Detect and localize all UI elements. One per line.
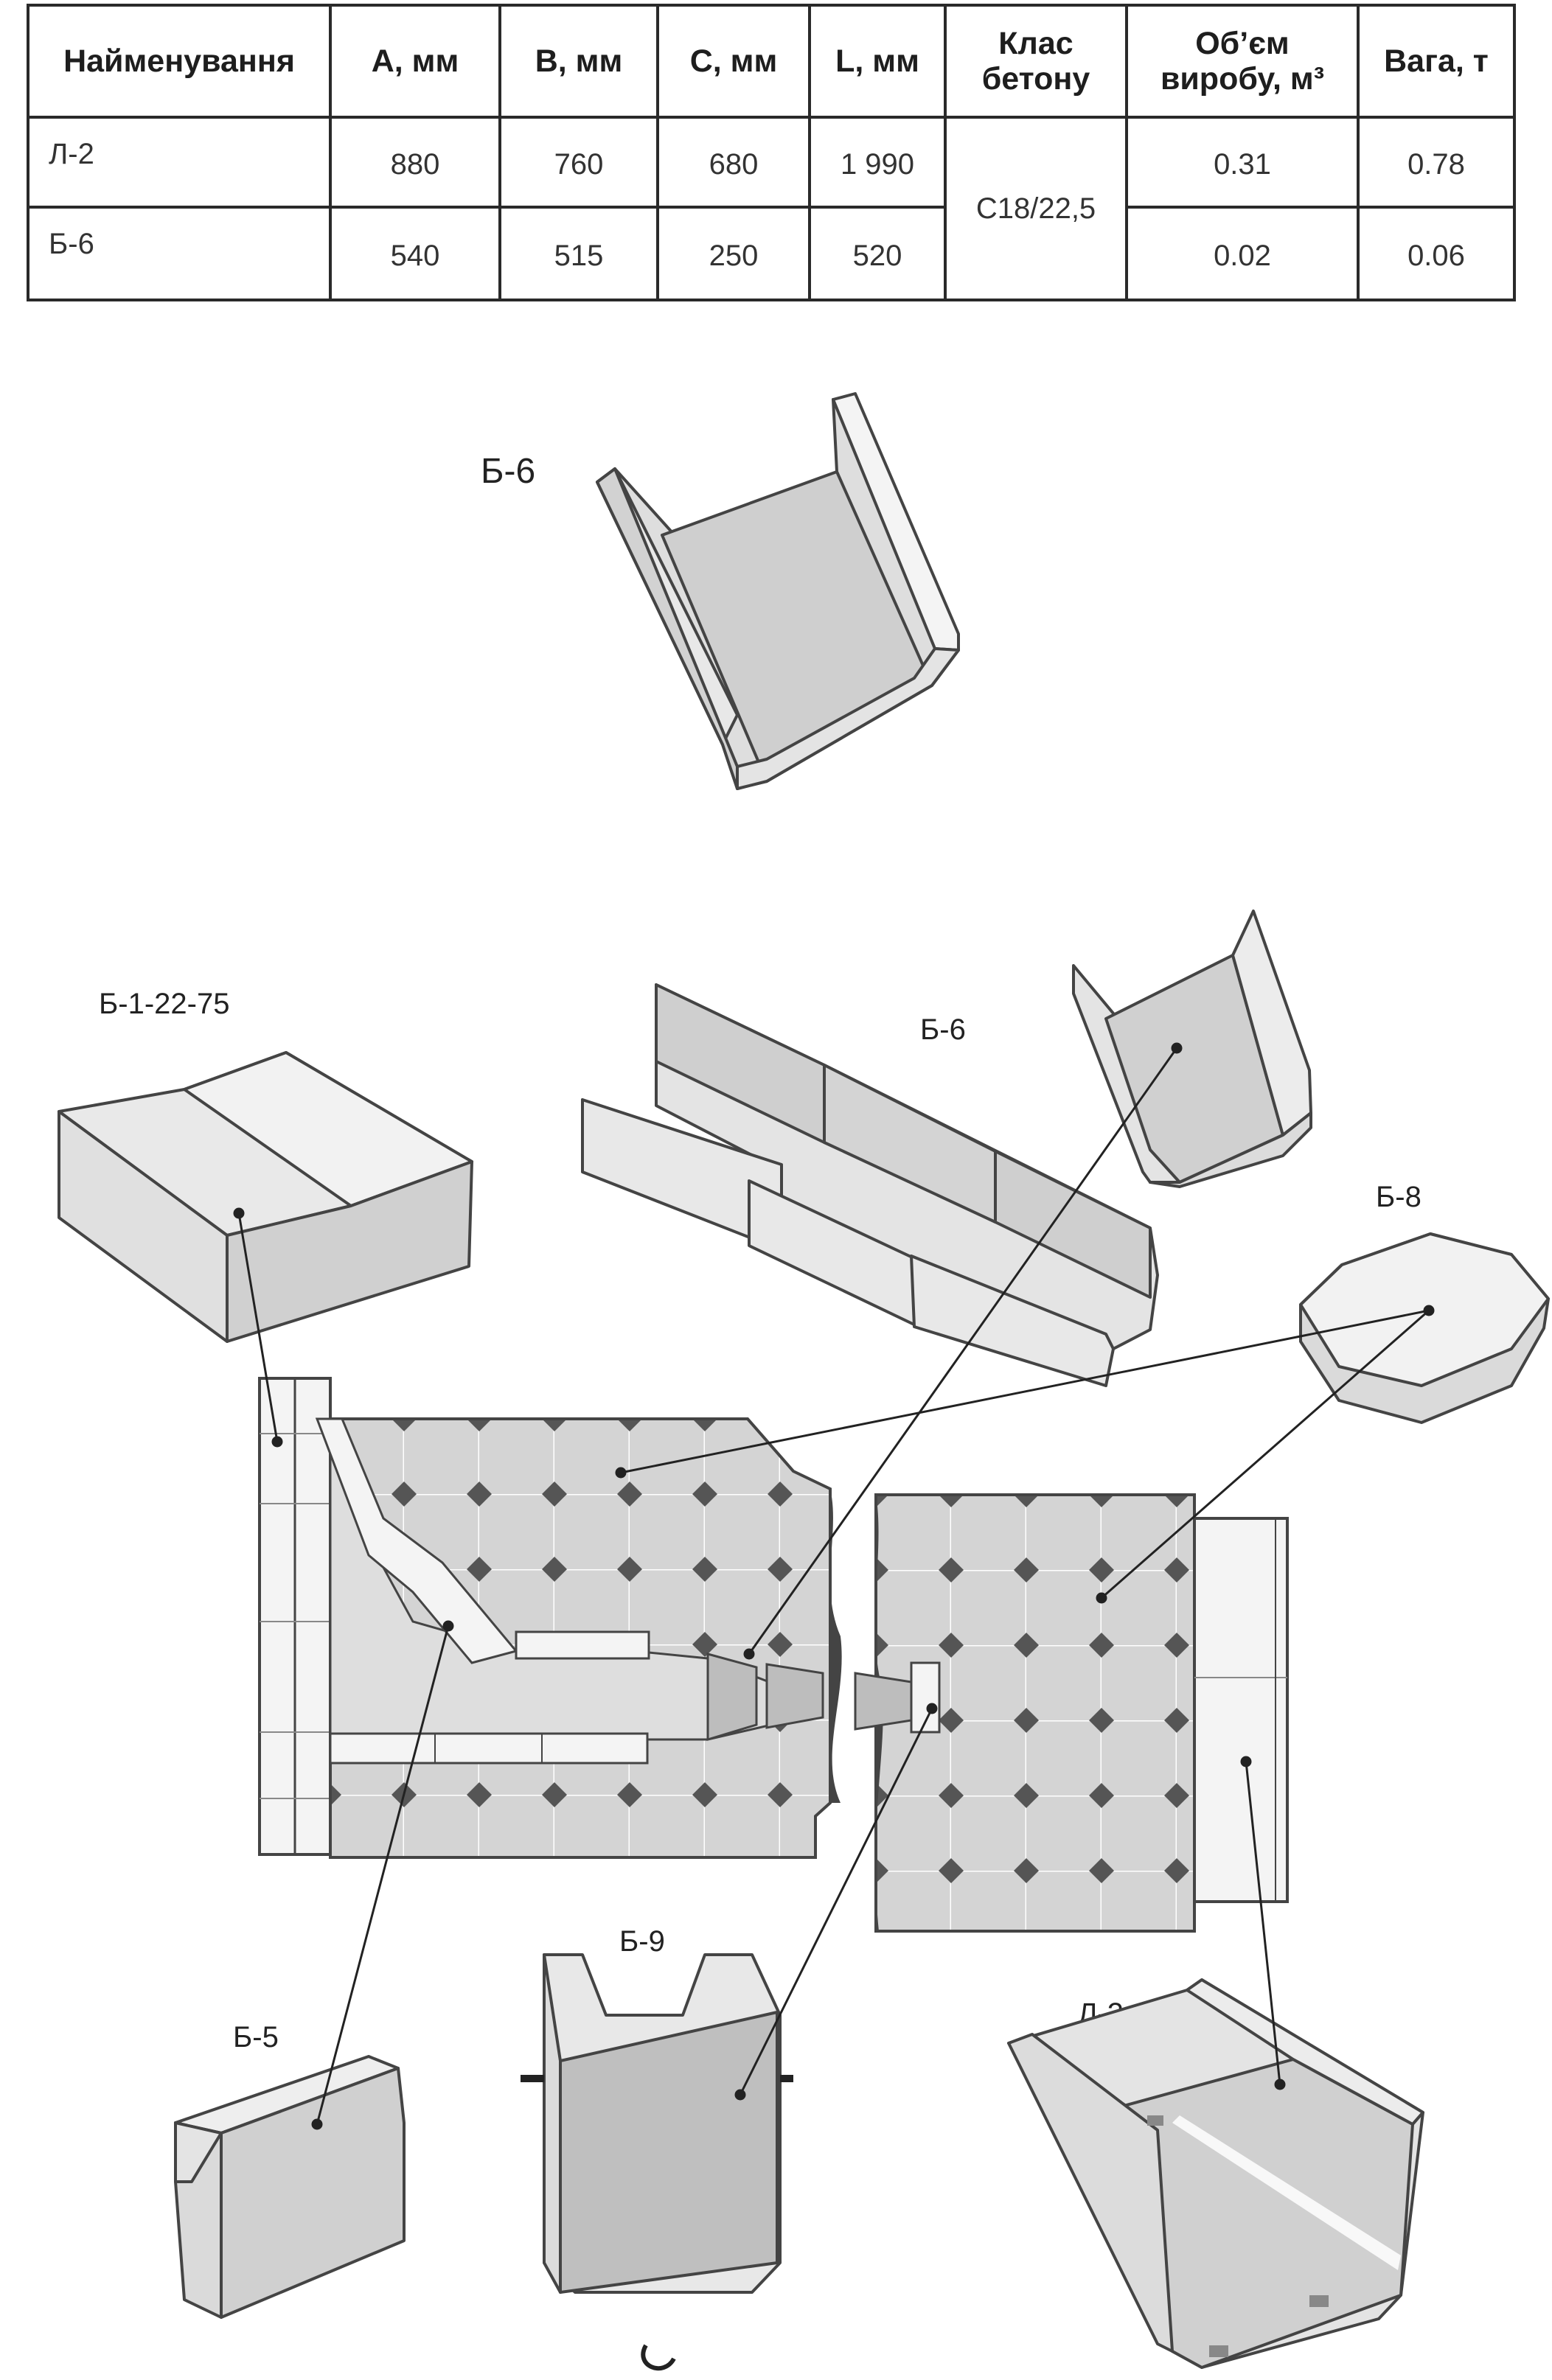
assembly-left <box>258 1377 842 1859</box>
cell-name: Л-2 <box>27 116 332 209</box>
col-header-l: L, мм <box>808 4 947 119</box>
hero-label-b6: Б-6 <box>481 452 536 491</box>
label-b6: Б-6 <box>920 1013 966 1046</box>
col-header-concrete-class: Клас бетону <box>944 4 1128 119</box>
l2-block <box>1007 1978 1424 2369</box>
col-header-a: A, мм <box>329 4 501 119</box>
hero-b6-block <box>596 392 960 790</box>
cell-l: 520 <box>808 206 947 301</box>
cell-concrete-class: C18/22,5 <box>944 116 1128 301</box>
spec-table: Найменування A, мм B, мм C, мм L, мм Кла… <box>27 4 1516 301</box>
col-header-c: C, мм <box>656 4 811 119</box>
col-header-weight: Вага, т <box>1357 4 1516 119</box>
b6-small-block <box>1072 910 1312 1188</box>
cell-a: 880 <box>329 116 501 209</box>
label-b5: Б-5 <box>233 2021 279 2053</box>
cell-c: 250 <box>656 206 811 301</box>
label-b8: Б-8 <box>1376 1181 1421 1213</box>
b5-block <box>174 2055 406 2319</box>
b8-block <box>1299 1232 1550 1424</box>
col-header-name: Найменування <box>27 4 332 119</box>
col-header-b: B, мм <box>498 4 659 119</box>
cell-name: Б-6 <box>27 206 332 301</box>
table-row: Б-6 540 515 250 520 0.02 0.06 <box>27 206 1516 301</box>
table-row: Л-2 880 760 680 1 990 C18/22,5 0.31 0.78 <box>27 116 1516 301</box>
leader-lines <box>233 1042 1435 2130</box>
cell-c: 680 <box>656 116 811 209</box>
cell-weight: 0.06 <box>1357 206 1516 301</box>
cell-volume: 0.31 <box>1125 116 1360 209</box>
b6-chain <box>581 983 1159 1387</box>
cell-volume: 0.02 <box>1125 206 1360 301</box>
assembly-right <box>854 1493 1289 1933</box>
cell-b: 760 <box>498 116 659 209</box>
label-b9: Б-9 <box>619 1925 665 1958</box>
b9-block <box>521 1953 793 2371</box>
cell-l: 1 990 <box>808 116 947 209</box>
table-header-row: Найменування A, мм B, мм C, мм L, мм Кла… <box>27 4 1516 119</box>
col-header-volume: Об’єм виробу, м³ <box>1125 4 1360 119</box>
cell-weight: 0.78 <box>1357 116 1516 209</box>
label-b1-22-75: Б-1-22-75 <box>99 988 230 1020</box>
cell-a: 540 <box>329 206 501 301</box>
cell-b: 515 <box>498 206 659 301</box>
b1-22-75-block <box>58 1051 473 1343</box>
